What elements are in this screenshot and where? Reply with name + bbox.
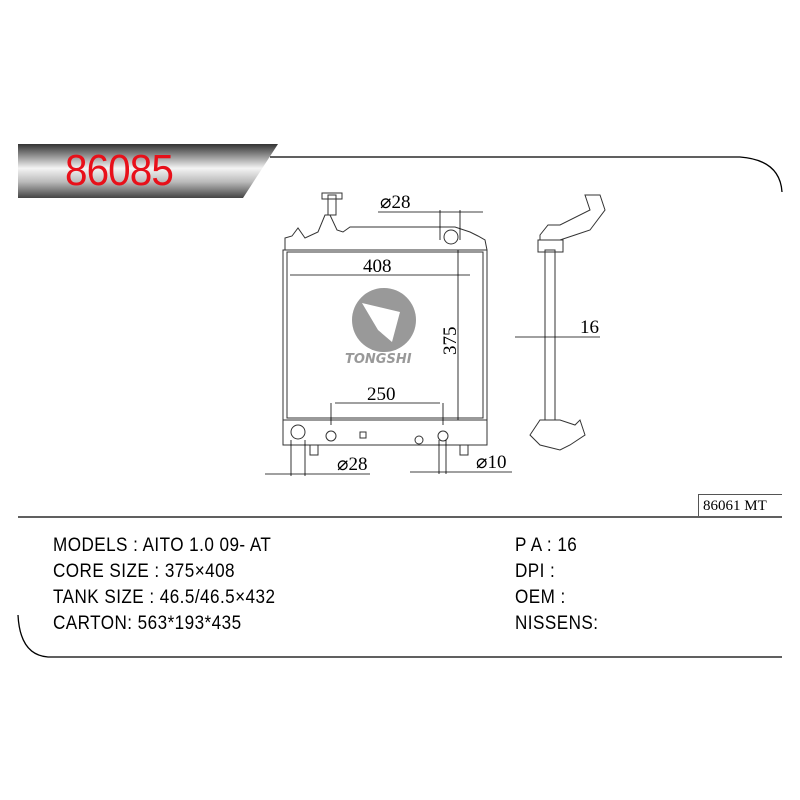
spec-nissens: NISSENS: <box>515 613 599 634</box>
frame-bottom-line <box>17 614 782 658</box>
radiator-front-view <box>282 192 488 456</box>
spec-core-size: CORE SIZE : 375×408 <box>53 561 236 582</box>
radiator-side-view <box>529 194 606 451</box>
spec-models: MODELS : AITO 1.0 09- AT <box>53 535 272 556</box>
dim-top-pipe: ⌀28 <box>380 192 410 213</box>
spec-pa: P A : 16 <box>515 535 578 556</box>
dim-bottom-pipe: ⌀28 <box>337 454 367 475</box>
frame-top-line <box>270 156 783 193</box>
dim-core-width: 408 <box>363 256 392 277</box>
spec-dpi: DPI : <box>515 561 556 582</box>
dim-mount-spacing: 250 <box>367 384 396 405</box>
spec-oem: OEM : <box>515 587 566 608</box>
title-banner <box>18 144 278 198</box>
spec-tank-size: TANK SIZE : 46.5/46.5×432 <box>53 587 276 608</box>
dim-core-height: 375 <box>440 327 461 356</box>
dim-thickness: 16 <box>580 317 599 338</box>
dim-drain: ⌀10 <box>476 452 506 473</box>
svg-text:TONGSHI: TONGSHI <box>345 352 412 367</box>
tongshi-logo: TONGSHI <box>345 288 416 367</box>
dimension-lines <box>265 210 600 476</box>
spec-carton: CARTON: 563*193*435 <box>53 613 242 634</box>
reference-number: 86061 MT <box>698 494 782 516</box>
part-number: 86085 <box>65 146 174 195</box>
